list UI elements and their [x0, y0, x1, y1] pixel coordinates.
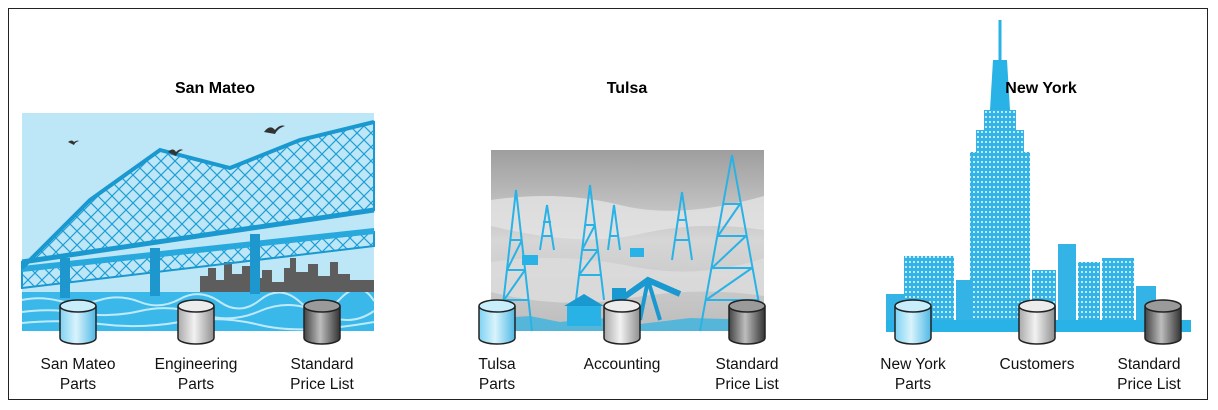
database-cylinder-icon	[59, 299, 97, 345]
database-cylinder-icon	[603, 299, 641, 345]
db-label-standard-price-list-san-mateo: Standard Price List	[290, 356, 354, 393]
tulsa-oil-field-illustration	[491, 150, 765, 332]
database-cylinder-icon	[1018, 299, 1056, 345]
new-york-skyline-illustration	[886, 20, 1191, 332]
db-label-tulsa-parts: Tulsa Parts	[478, 356, 516, 393]
site-title-new-york: New York	[1005, 80, 1077, 97]
database-cylinder-icon	[1144, 299, 1182, 345]
site-title-tulsa: Tulsa	[606, 80, 648, 97]
db-label-san-mateo-parts: San Mateo Parts	[40, 356, 116, 393]
database-cylinder-icon	[177, 299, 215, 345]
db-label-customers: Customers	[999, 356, 1075, 373]
db-label-standard-price-list-new-york: Standard Price List	[1117, 356, 1181, 393]
db-label-standard-price-list-tulsa: Standard Price List	[715, 356, 779, 393]
db-label-engineering-parts: Engineering Parts	[154, 356, 238, 393]
site-title-san-mateo: San Mateo	[174, 80, 255, 97]
san-mateo-bridge-illustration	[20, 113, 375, 331]
database-cylinders	[59, 299, 1182, 345]
database-cylinder-icon	[303, 299, 341, 345]
db-label-new-york-parts: New York Parts	[880, 356, 946, 393]
database-cylinder-icon	[894, 299, 932, 345]
database-cylinder-icon	[478, 299, 516, 345]
database-cylinder-icon	[728, 299, 766, 345]
db-label-accounting: Accounting	[583, 356, 661, 373]
